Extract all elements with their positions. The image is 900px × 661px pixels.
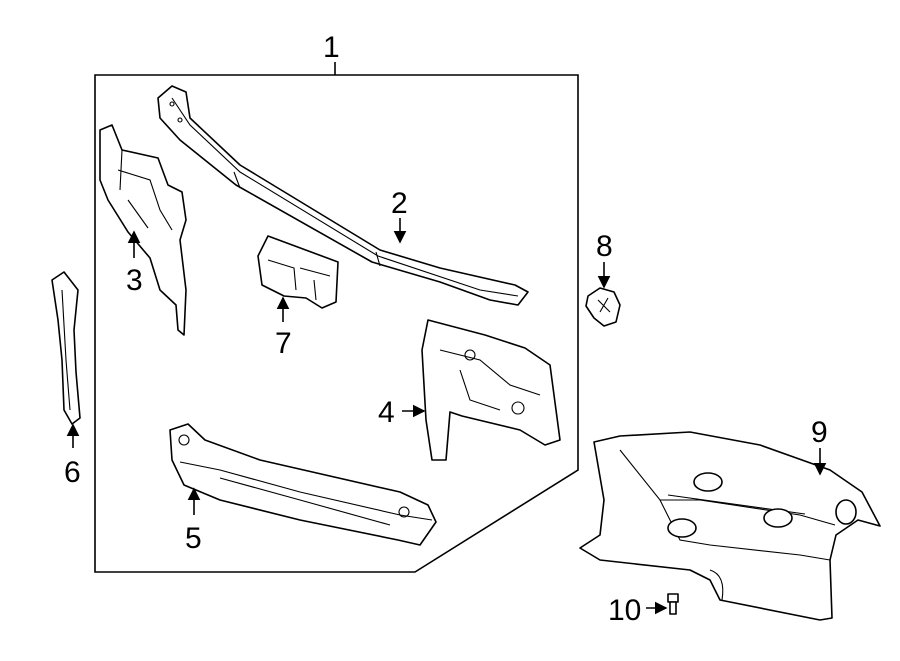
callout-3: 3 <box>126 264 143 297</box>
callout-6: 6 <box>64 456 81 489</box>
callout-8: 8 <box>596 230 613 263</box>
callout-1: 1 <box>323 31 340 64</box>
part-4-right-side-panel[interactable] <box>421 319 561 461</box>
part-3-left-side-panel[interactable] <box>99 124 187 336</box>
callout-5: 5 <box>185 522 202 555</box>
part-8-clip[interactable] <box>585 287 621 327</box>
part-5-lower-tie-bar[interactable] <box>169 423 437 546</box>
callout-10: 10 <box>608 594 641 627</box>
callout-4: 4 <box>378 396 395 429</box>
assembly-frame <box>94 74 579 573</box>
part-7-bracket[interactable] <box>257 235 339 309</box>
part-9-splash-shield[interactable] <box>579 431 881 621</box>
callout-7: 7 <box>275 327 292 360</box>
callout-9: 9 <box>811 416 828 449</box>
callout-2: 2 <box>391 187 408 220</box>
part-6-vertical-bracket[interactable] <box>51 271 81 425</box>
part-2-upper-tie-bar[interactable] <box>157 85 529 306</box>
part-10-bolt[interactable] <box>667 593 679 615</box>
